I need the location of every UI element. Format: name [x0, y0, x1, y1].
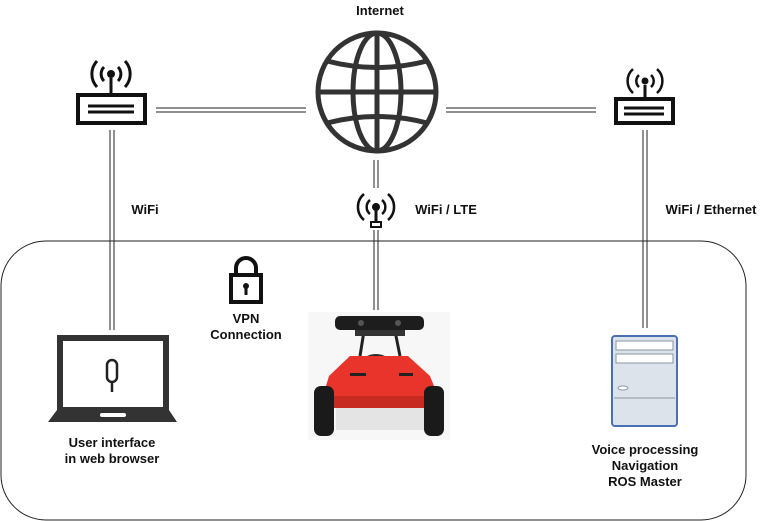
- antenna-icon: [356, 193, 396, 228]
- connection-lines: [109, 107, 648, 330]
- router-icon-right: [614, 68, 675, 125]
- server-label-line1: Voice processing: [591, 442, 699, 457]
- server-label-line3: ROS Master: [608, 474, 682, 489]
- internet-label: Internet: [356, 3, 404, 18]
- laptop-label-line1: User interface: [68, 435, 156, 450]
- robot-image: [308, 312, 450, 440]
- server-label-line2: Navigation: [611, 458, 679, 473]
- vpn-label-line2: Connection: [210, 327, 282, 342]
- wifi-lte-label: WiFi / LTE: [415, 202, 477, 217]
- wifi-ethernet-label: WiFi / Ethernet: [665, 202, 757, 217]
- lock-icon: [229, 256, 263, 304]
- laptop-label-line2: in web browser: [64, 451, 160, 466]
- wifi-left-label: WiFi: [131, 202, 159, 217]
- router-icon-left: [76, 59, 147, 125]
- globe-icon: [315, 30, 439, 154]
- laptop-icon: [48, 335, 177, 422]
- server-label: Voice processing Navigation ROS Master: [570, 442, 720, 490]
- server-icon: [611, 335, 678, 427]
- microphone-icon: [105, 358, 119, 392]
- laptop-label: User interface in web browser: [37, 435, 187, 467]
- vpn-connection-label: VPN Connection: [196, 311, 296, 343]
- vpn-label-line1: VPN: [232, 311, 260, 326]
